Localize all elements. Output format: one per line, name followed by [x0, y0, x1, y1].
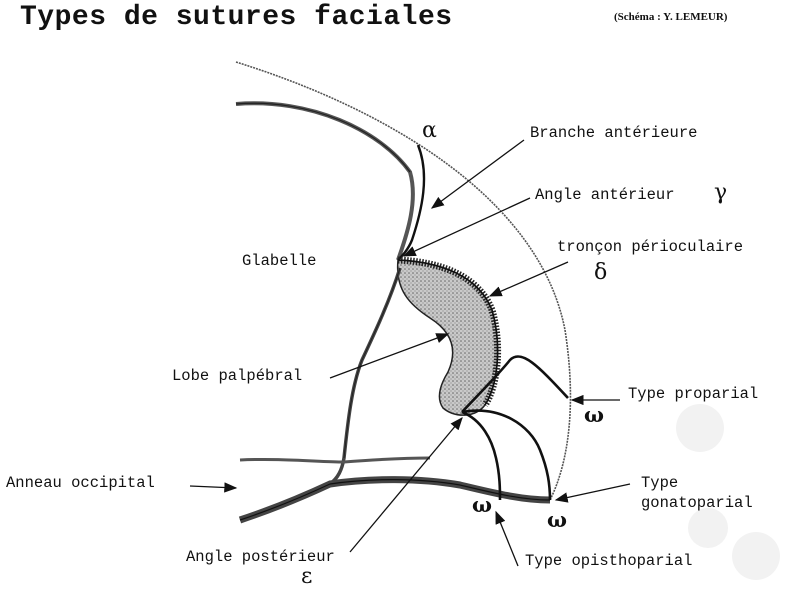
decorative-circle	[676, 404, 724, 452]
leader-type-gonatoparial	[554, 483, 631, 503]
suture-branche-anterieure	[397, 144, 426, 261]
symbol-gamma: γ	[714, 180, 728, 205]
cephalic-margin	[235, 61, 572, 501]
decorative-circle	[688, 508, 728, 548]
credit: (Schéma : Y. LEMEUR)	[614, 11, 728, 23]
page-title: Types de sutures faciales	[20, 2, 453, 33]
label-angle-posterieur: Angle postérieur	[186, 548, 335, 566]
leader-branche-anterieure	[430, 139, 525, 209]
leader-type-opisthoparial	[495, 510, 519, 567]
label-troncon-periocculaire: tronçon périoculaire	[557, 238, 744, 256]
leader-angle-anterieur	[402, 197, 531, 257]
leader-angle-posterieur	[349, 417, 463, 553]
anneau-occipital	[239, 456, 431, 464]
suture-proparial	[461, 355, 569, 413]
label-branche-anterieure: Branche antérieure	[530, 124, 698, 142]
decorative-circle	[732, 532, 780, 580]
symbol-omega-proparial: ω	[584, 402, 604, 427]
label-type-proparial: Type proparial	[628, 385, 759, 403]
symbol-alpha: α	[422, 118, 437, 143]
label-type-gonatoparial-line1: Type	[641, 474, 679, 492]
label-type-gonatoparial-line2: gonatoparial	[641, 494, 753, 512]
symbol-omega-gonatoparial: ω	[547, 507, 567, 532]
label-glabelle: Glabelle	[242, 252, 317, 270]
leader-lobe-palpebral	[329, 333, 450, 379]
suture-gonatoparial	[461, 409, 552, 501]
suture-opisthoparial	[461, 410, 502, 501]
symbol-omega-opisthoparial: ω	[472, 492, 492, 517]
label-type-opisthoparial: Type opisthoparial	[525, 552, 693, 570]
symbol-delta: δ	[594, 260, 608, 285]
label-angle-anterieur: Angle antérieur	[535, 186, 675, 204]
label-lobe-palpebral: Lobe palpébral	[172, 367, 303, 385]
symbol-epsilon: ε	[301, 564, 313, 589]
leader-troncon	[488, 261, 569, 297]
label-anneau-occipital: Anneau occipital	[6, 474, 155, 492]
diagram-background	[228, 60, 576, 540]
leader-anneau-occipital	[189, 482, 238, 493]
